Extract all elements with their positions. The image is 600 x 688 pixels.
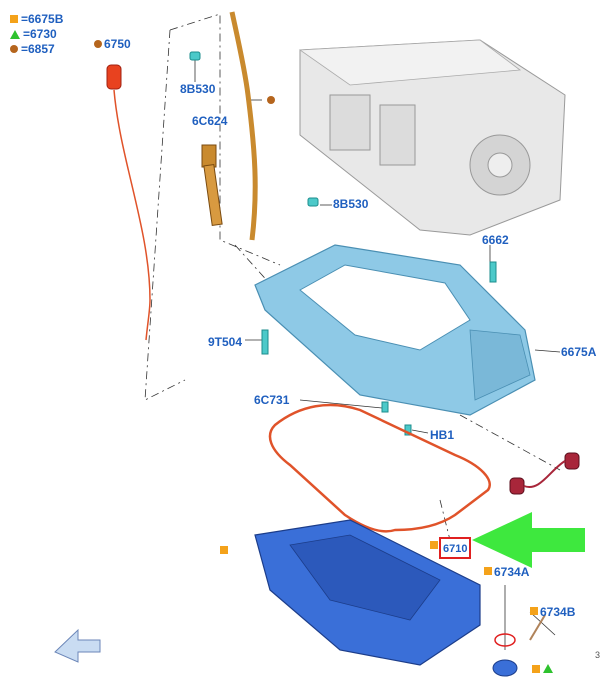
label-gasket-highlight[interactable]: 6710 — [439, 537, 472, 559]
highlight-arrow — [472, 512, 585, 568]
lower-oil-pan-part — [254, 519, 481, 666]
brown-dot-icon — [10, 45, 18, 53]
dipstick-tube-part — [229, 11, 275, 241]
orange-square-icon — [10, 15, 18, 23]
label-hb[interactable]: HB1 — [430, 428, 455, 442]
label-gasket: 6710 — [443, 543, 468, 555]
legend-text: =6857 — [21, 42, 55, 56]
label-upper-pan[interactable]: 6675A — [561, 345, 597, 359]
gasket-part — [268, 403, 491, 533]
legend-item-6675b: =6675B — [10, 12, 63, 26]
label-bolt-top[interactable]: 8B530 — [180, 82, 216, 96]
sensor-part — [201, 144, 223, 226]
legend-item-6730: =6730 — [10, 27, 57, 41]
reference-markers — [94, 40, 553, 673]
dipstick-part — [106, 64, 151, 341]
label-dipstick[interactable]: 6750 — [104, 37, 131, 51]
label-tube[interactable]: 6C624 — [192, 114, 228, 128]
front-arrow — [54, 628, 101, 663]
label-bolt-side[interactable]: 9T504 — [208, 335, 243, 349]
label-stud[interactable]: 6662 — [482, 233, 509, 247]
label-bolt-low[interactable]: 6C731 — [254, 393, 290, 407]
bolts — [189, 51, 497, 436]
corner-note: 3 — [594, 650, 600, 660]
green-triangle-icon — [10, 29, 20, 39]
engine-block — [298, 39, 566, 236]
legend-text: =6730 — [23, 27, 57, 41]
connector-part — [509, 452, 580, 495]
legend-item-6857: =6857 — [10, 42, 55, 56]
upper-oil-pan-part — [254, 244, 536, 416]
label-drain-plug[interactable]: 6734B — [540, 605, 576, 619]
label-drain-washer[interactable]: 6734A — [494, 565, 530, 579]
label-bolt-mid[interactable]: 8B530 — [333, 197, 369, 211]
drain-parts — [492, 614, 546, 677]
short-leaders — [194, 60, 561, 650]
legend-text: =6675B — [21, 12, 64, 26]
